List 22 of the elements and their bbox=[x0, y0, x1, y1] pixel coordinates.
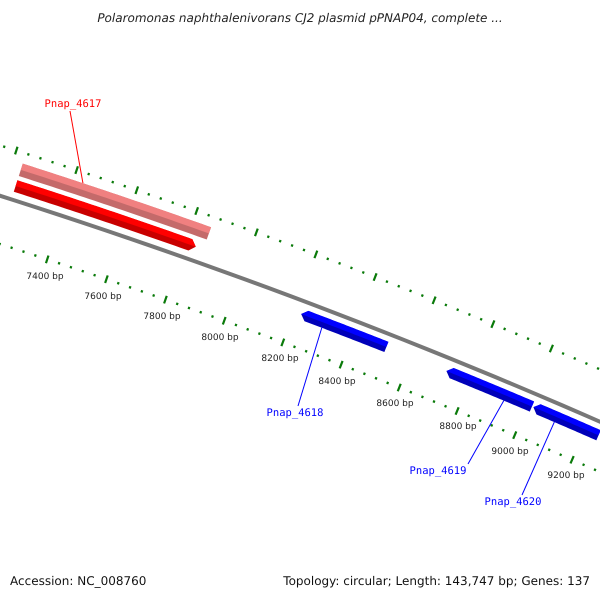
position-label: 8600 bp bbox=[376, 399, 414, 409]
position-label: 9200 bp bbox=[547, 471, 585, 481]
position-label: 8000 bp bbox=[201, 333, 239, 343]
title: Polaromonas naphthalenivorans CJ2 plasmid pPNAP04, complete ... bbox=[97, 11, 503, 25]
accession-text: Accession: NC_008760 bbox=[10, 574, 146, 588]
gene-label: Pnap_4618 bbox=[266, 407, 324, 419]
leader-line bbox=[298, 327, 322, 406]
position-label: 8400 bp bbox=[318, 377, 356, 387]
leader-line bbox=[468, 400, 504, 464]
leader-line bbox=[522, 422, 555, 496]
gene-label: Pnap_4619 bbox=[410, 465, 466, 477]
gene-arrow bbox=[14, 180, 196, 251]
position-label: 7600 bp bbox=[84, 292, 122, 302]
gene-label: Pnap_4620 bbox=[484, 496, 542, 508]
leader-line bbox=[70, 110, 84, 184]
gene-arrow bbox=[533, 404, 600, 440]
position-label: 7800 bp bbox=[143, 312, 181, 322]
position-label: 7400 bp bbox=[26, 272, 64, 282]
gene-arrow bbox=[446, 368, 534, 412]
gene-label: Pnap_4617 bbox=[44, 98, 102, 110]
gene-arrow bbox=[301, 310, 388, 352]
summary-text: Topology: circular; Length: 143,747 bp; Genes: 137 bbox=[283, 574, 590, 588]
